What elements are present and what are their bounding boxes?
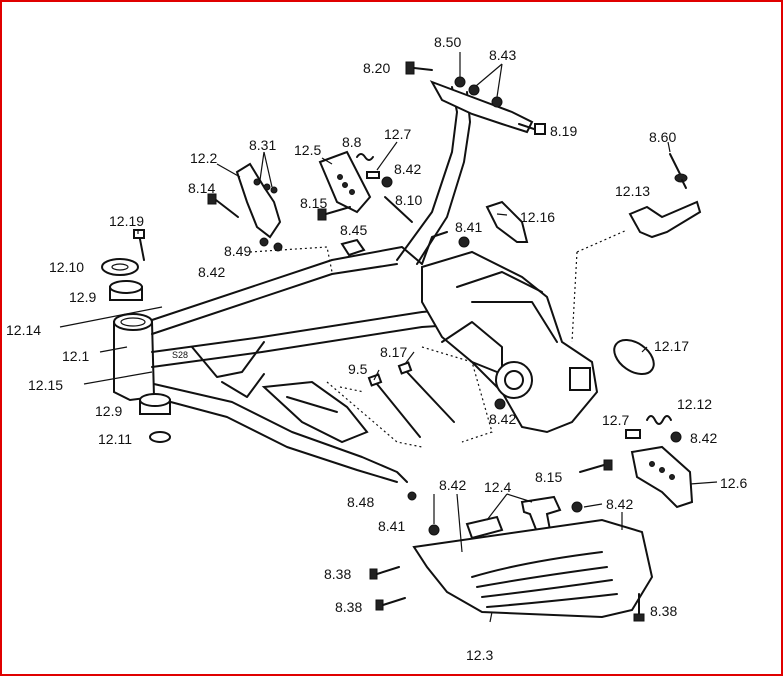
label-8-38c: 8.38 (650, 603, 677, 619)
label-12-7b: 12.7 (602, 412, 629, 428)
bolt-8-19 (518, 123, 546, 135)
label-8-42a: 8.42 (394, 161, 421, 177)
bolt-8-20 (405, 61, 433, 75)
label-9-5: 9.5 (348, 361, 368, 377)
label-12-19: 12.19 (109, 213, 144, 229)
bolt-8-17 (397, 361, 455, 423)
label-8-19: 8.19 (550, 123, 577, 139)
nut-8-43b (491, 96, 503, 108)
label-12-9b: 12.9 (95, 403, 122, 419)
bolt-8-38c (633, 593, 645, 622)
label-12-1: 12.1 (62, 348, 89, 364)
label-8-10: 8.10 (395, 192, 422, 208)
bolt-8-15b (579, 459, 613, 473)
label-12-7a: 12.7 (384, 126, 411, 142)
label-8-8: 8.8 (342, 134, 362, 150)
nut-8-50 (454, 76, 466, 88)
label-8-50: 8.50 (434, 34, 461, 50)
label-12-10: 12.10 (49, 259, 84, 275)
spring-8-8 (356, 153, 374, 161)
bolt-12-19 (133, 229, 145, 261)
label-8-38a: 8.38 (324, 566, 351, 582)
footpeg-12-6 (630, 445, 694, 509)
label-12-16: 12.16 (520, 209, 555, 225)
label-8-20: 8.20 (363, 60, 390, 76)
nut-8-42d (670, 431, 682, 443)
nut-8-42e (571, 501, 583, 513)
label-8-15b: 8.15 (535, 469, 562, 485)
nut-8-42b (273, 242, 283, 252)
label-8-60: 8.60 (649, 129, 676, 145)
label-8-42e: 8.42 (606, 496, 633, 512)
label-8-42f: 8.42 (439, 477, 466, 493)
label-12-11: 12.11 (98, 431, 132, 447)
frame-stamp: S28 (172, 350, 188, 360)
cover-12-17 (613, 338, 655, 376)
part-labels: 8.50 8.43 8.20 8.19 8.60 12.13 12.2 8.31… (6, 34, 747, 663)
nut-8-42f (428, 524, 440, 536)
label-8-41b: 8.41 (378, 518, 405, 534)
label-12-2: 12.2 (190, 150, 217, 166)
bolt-8-10 (384, 196, 413, 223)
label-8-38b: 8.38 (335, 599, 362, 615)
label-8-43: 8.43 (489, 47, 516, 63)
label-12-15: 12.15 (28, 377, 63, 393)
label-8-42b: 8.42 (198, 264, 225, 280)
label-8-31: 8.31 (249, 137, 276, 153)
bracket-12-2 (235, 162, 282, 239)
label-12-4: 12.4 (484, 479, 511, 495)
clamp-12-13 (628, 200, 702, 239)
bolt-8-38a (369, 566, 400, 580)
nut-8-48 (407, 491, 417, 501)
label-8-42d: 8.42 (690, 430, 717, 446)
label-12-14: 12.14 (6, 322, 41, 338)
bolt-9-5 (367, 373, 421, 438)
spring-12-12 (646, 415, 672, 425)
label-8-42c: 8.42 (489, 411, 516, 427)
washer-12-10 (101, 258, 139, 276)
label-8-41a: 8.41 (455, 219, 482, 235)
nut-8-49 (259, 237, 269, 247)
nut-8-41a (458, 236, 470, 248)
label-12-9a: 12.9 (69, 289, 96, 305)
nut-8-42c (494, 398, 506, 410)
pin-12-7a (366, 171, 380, 179)
bolt-8-15a (317, 206, 351, 221)
label-8-15a: 8.15 (300, 195, 327, 211)
label-12-6: 12.6 (720, 475, 747, 491)
bushing-8-45 (340, 238, 366, 257)
label-8-49: 8.49 (224, 243, 251, 259)
main-frame: S28 (113, 80, 599, 483)
leader-lines (59, 52, 718, 623)
label-12-3: 12.3 (466, 647, 493, 663)
label-12-13: 12.13 (615, 183, 650, 199)
bolt-8-38b (375, 597, 406, 611)
washer-12-11 (149, 431, 171, 443)
pin-12-7b (625, 429, 641, 439)
nut-8-43a (468, 84, 480, 96)
rivet-8-60 (669, 153, 688, 189)
label-12-17: 12.17 (654, 338, 689, 354)
assembly-dashes (249, 229, 628, 448)
bolt-8-14 (207, 193, 239, 218)
label-12-12: 12.12 (677, 396, 712, 412)
plate-12-16 (485, 200, 529, 243)
nut-8-42a (381, 176, 393, 188)
label-8-48: 8.48 (347, 494, 374, 510)
label-8-14: 8.14 (188, 180, 215, 196)
label-12-5: 12.5 (294, 142, 321, 158)
label-8-17: 8.17 (380, 344, 407, 360)
parts-group (101, 61, 702, 622)
label-8-45: 8.45 (340, 222, 367, 238)
